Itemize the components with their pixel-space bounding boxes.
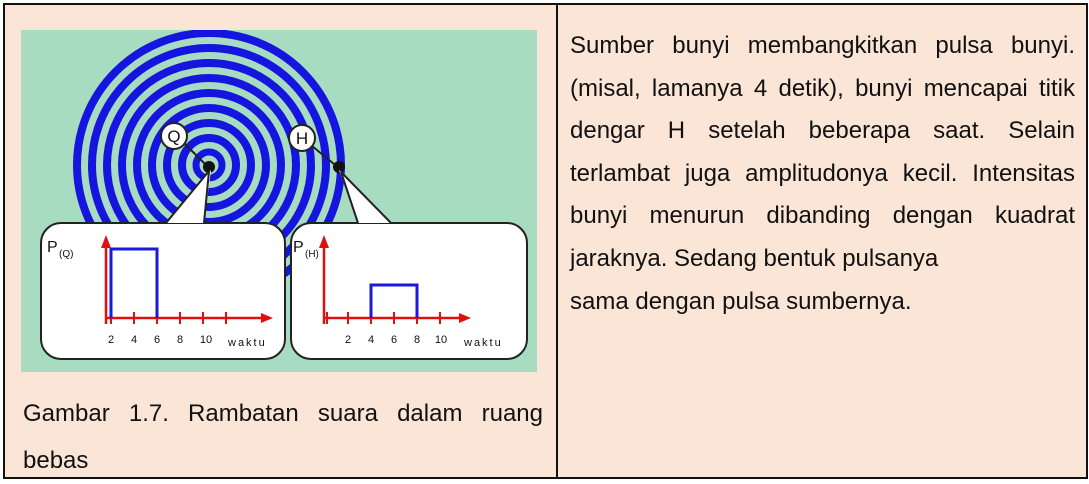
tick-label: 2 [345, 334, 351, 346]
ylabel-left-sub: (Q) [59, 249, 73, 260]
tick-label: 10 [435, 334, 447, 346]
ylabel-right-sub: (H) [305, 249, 319, 260]
tick-label: 8 [414, 334, 420, 346]
figure-caption: Gambar 1.7. Rambatan suara dalam ruang b… [23, 400, 543, 474]
label-bubble-q [160, 122, 188, 150]
content-box: Q H P (Q) 2 4 6 8 10 w [3, 3, 1088, 479]
pulse-h [369, 283, 419, 318]
listener-point-h [333, 161, 345, 173]
column-divider [556, 5, 558, 477]
tick-label: 6 [391, 334, 397, 346]
ylabel-right: P [293, 239, 304, 256]
xlabel-right: waktu [463, 337, 503, 349]
ylabel-left: P [47, 239, 58, 256]
source-point-q [203, 161, 215, 173]
description-text: Sumber bunyi membangkitkan pulsa bunyi. … [570, 25, 1075, 323]
listener-label-h: H [296, 129, 308, 148]
xlabel-left: waktu [227, 337, 267, 349]
tick-label: 4 [368, 334, 374, 346]
tick-label: 6 [154, 334, 160, 346]
description-body: Sumber bunyi membangkitkan pulsa bunyi. … [570, 32, 1075, 272]
source-label-q: Q [167, 127, 180, 146]
tick-label: 8 [177, 334, 183, 346]
chart-card-right: P (H) 2 4 6 8 10 waktu [290, 170, 528, 360]
chart-card-left: P (Q) 2 4 6 8 10 waktu [40, 170, 286, 360]
description-last-line: sama dengan pulsa sumbernya. [570, 287, 912, 315]
tick-label: 10 [200, 334, 212, 346]
label-bubble-h [288, 124, 316, 152]
tick-label: 2 [108, 334, 114, 346]
pulse-q [109, 247, 159, 318]
tick-label: 4 [131, 334, 137, 346]
sound-propagation-figure: Q H P (Q) 2 4 6 8 10 w [21, 30, 537, 372]
